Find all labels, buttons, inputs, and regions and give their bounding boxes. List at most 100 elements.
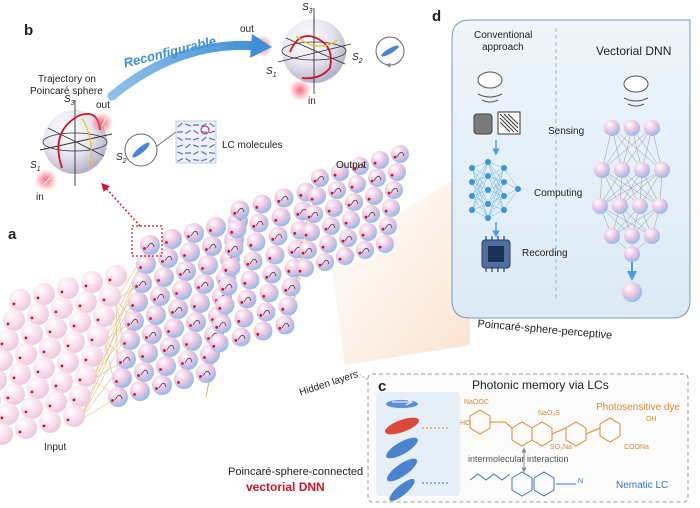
network-sphere [299,241,317,259]
network-sphere [339,229,357,247]
sphere-trajectory [384,223,393,230]
sphere-dot [18,356,22,360]
network-sphere [302,223,320,241]
network-sphere [331,163,349,181]
sphere-dot [0,342,4,346]
conv-node [469,207,475,213]
network-sphere [164,318,184,338]
lc-stick [193,151,199,155]
network-sphere [246,232,266,252]
sphere-dot [268,256,272,260]
network-sphere [275,315,295,335]
vec-node [624,246,640,262]
network-sphere [198,255,218,275]
lc-stack [384,398,420,501]
sphere-dot [327,209,331,213]
sphere-dot [108,278,112,282]
network-sphere [253,321,273,341]
network-sphere [154,267,174,287]
sphere-dot [227,249,231,253]
conv-link [487,195,505,219]
network-sphere [15,417,37,439]
sphere-dot [381,227,385,231]
sphere-dot [66,344,70,348]
network-sphere [296,259,314,277]
vec-link [599,169,643,207]
vec-link [611,205,661,237]
network-sphere [231,327,251,347]
lc-stick [192,137,200,141]
sphere-trajectory [174,306,183,313]
lc-molecules-field [175,120,217,164]
network-sphere [158,248,178,268]
in-label-left: in [36,192,44,203]
conv-node [501,165,507,171]
sphere-trajectory [208,243,217,250]
lc-stick [177,136,183,142]
sphere-trajectory [158,382,167,389]
network-sphere [184,223,204,243]
vec-node [644,228,660,244]
network-sphere [196,363,216,383]
sphere-dot [119,361,122,364]
network-sphere [194,274,214,294]
sphere-trajectory [268,271,277,278]
network-sphere [51,371,73,393]
lc-stick [184,137,192,141]
sphere-dot [197,286,200,289]
network-sphere [202,236,222,256]
nematic-lc-molecule [469,471,576,497]
sphere-dot [127,323,130,326]
network-sphere [182,331,202,351]
axis-s2-right: S2 [352,52,363,65]
sphere-trajectory [321,259,330,266]
network-sphere [99,285,121,307]
sphere-dot [24,410,28,414]
sphere-dot [293,231,297,235]
network-sphere [249,213,269,233]
network-sphere [152,375,172,395]
sphere-trajectory [182,268,191,275]
network-sphere [15,343,37,365]
sphere-dot [6,396,10,400]
recording-sphere [622,282,642,302]
dye-molecule [469,409,621,447]
network-sphere [0,329,19,351]
sphere-trajectory [184,357,193,364]
network-sphere [281,277,301,297]
network-sphere [27,303,49,325]
network-sphere [371,151,389,169]
network-sphere [227,219,247,239]
axis-s1-right: S1 [266,66,277,79]
sphere-dot [133,393,136,396]
sphere-dot [290,250,294,254]
network-sphere [162,229,182,249]
chem-coona: COONa [624,444,649,451]
sphere-trajectory [218,321,227,328]
out-label-left: out [96,100,110,111]
vec-link [599,169,663,207]
sphere-dot [60,364,64,368]
network-sphere [9,289,31,311]
sphere-dot [153,298,156,301]
vec-node [604,120,620,136]
network-sphere [265,245,285,265]
network-sphere [180,242,200,262]
sphere-dot [157,279,160,282]
network-sphere [368,169,386,187]
network-sphere [33,283,55,305]
network-sphere [362,205,380,223]
vec-node [632,198,648,214]
input-label: Input [44,442,67,453]
sphere-dot [341,239,345,243]
sphere-dot [237,319,241,323]
vectorial-dnn-title: Vectorial DNN [596,44,672,58]
network-sphere [168,299,188,319]
sphere-trajectory [192,319,201,326]
chem-nao3s: NaO₃S [538,410,560,417]
lc-molecule-sticks [176,122,216,163]
sphere-dot [256,332,260,336]
network-sphere [345,193,363,211]
network-sphere [215,295,235,315]
conv-node [485,173,491,179]
